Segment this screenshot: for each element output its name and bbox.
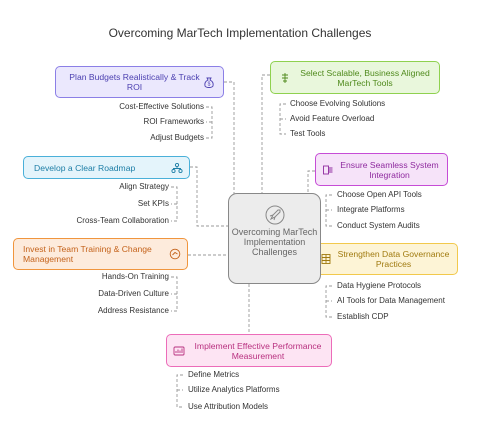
budget-item-1: Cost-Effective Solutions <box>119 102 204 111</box>
node-integration-label: Ensure Seamless System Integration <box>340 159 439 180</box>
tools-item-3: Test Tools <box>290 129 326 138</box>
branch-budget <box>206 106 213 139</box>
tools-icon <box>282 72 288 83</box>
branch-performance <box>176 374 183 408</box>
node-budget-label: Plan Budgets Realistically & Track ROI <box>69 72 200 92</box>
money-bag-icon: $ <box>204 77 214 88</box>
governance-item-2: AI Tools for Data Management <box>337 296 445 305</box>
branch-integration <box>325 194 332 227</box>
node-training-label: Invest in Team Training & Change Managem… <box>23 244 152 264</box>
branch-tools <box>279 103 286 135</box>
branch-training <box>171 276 178 312</box>
roadmap-item-1: Align Strategy <box>119 182 169 191</box>
node-roadmap: Develop a Clear Roadmap <box>23 156 190 179</box>
budget-item-2: ROI Frameworks <box>143 117 204 126</box>
integration-item-2: Integrate Platforms <box>337 205 405 214</box>
connector-integration <box>307 170 321 213</box>
branch-governance <box>325 285 332 318</box>
performance-item-3: Use Attribution Models <box>188 402 269 411</box>
integration-icon <box>323 165 333 174</box>
node-tools: Select Scalable, Business Aligned MarTec… <box>270 61 440 94</box>
training-item-2: Data-Driven Culture <box>98 289 169 298</box>
data-governance-icon <box>321 254 331 264</box>
training-item-1: Hands-On Training <box>101 272 169 281</box>
training-icon <box>169 248 181 260</box>
node-governance-label: Strengthen Data Governance Practices <box>337 249 450 269</box>
governance-item-1: Data Hygiene Protocols <box>337 281 422 290</box>
node-training: Invest in Team Training & Change Managem… <box>13 238 188 270</box>
tools-item-1: Choose Evolving Solutions <box>290 99 386 108</box>
node-governance: Strengthen Data Governance Practices <box>313 243 458 275</box>
connector-roadmap <box>190 166 228 227</box>
budget-item-3: Adjust Budgets <box>150 133 204 142</box>
svg-text:$: $ <box>208 82 211 88</box>
roadmap-item-3: Cross-Team Collaboration <box>76 216 169 225</box>
performance-icon <box>173 346 185 355</box>
node-integration: Ensure Seamless System Integration <box>315 153 448 186</box>
center-topic-text: Overcoming MarTech Implementation Challe… <box>231 227 318 257</box>
node-budget: Plan Budgets Realistically & Track ROI $ <box>55 66 224 98</box>
performance-item-1: Define Metrics <box>188 370 240 379</box>
node-tools-label: Select Scalable, Business Aligned MarTec… <box>300 67 430 88</box>
branch-roadmap <box>171 186 178 222</box>
tools-item-2: Avoid Feature Overload <box>290 114 375 123</box>
node-performance-label: Implement Effective Performance Measurem… <box>194 340 322 361</box>
training-item-3: Address Resistance <box>97 306 169 315</box>
roadmap-icon <box>171 162 183 173</box>
center-topic: Overcoming MarTech Implementation Challe… <box>228 193 321 284</box>
node-performance: Implement Effective Performance Measurem… <box>166 334 332 367</box>
diagram-title: Overcoming MarTech Implementation Challe… <box>108 26 372 40</box>
rocket-in-circle-icon <box>265 205 285 225</box>
performance-item-2: Utilize Analytics Platforms <box>188 385 280 394</box>
integration-item-1: Choose Open API Tools <box>337 190 422 199</box>
connector-tools <box>261 74 321 203</box>
roadmap-item-2: Set KPIs <box>137 199 169 208</box>
node-roadmap-label: Develop a Clear Roadmap <box>34 162 136 173</box>
integration-item-3: Conduct System Audits <box>337 221 420 230</box>
governance-item-3: Establish CDP <box>337 312 389 321</box>
